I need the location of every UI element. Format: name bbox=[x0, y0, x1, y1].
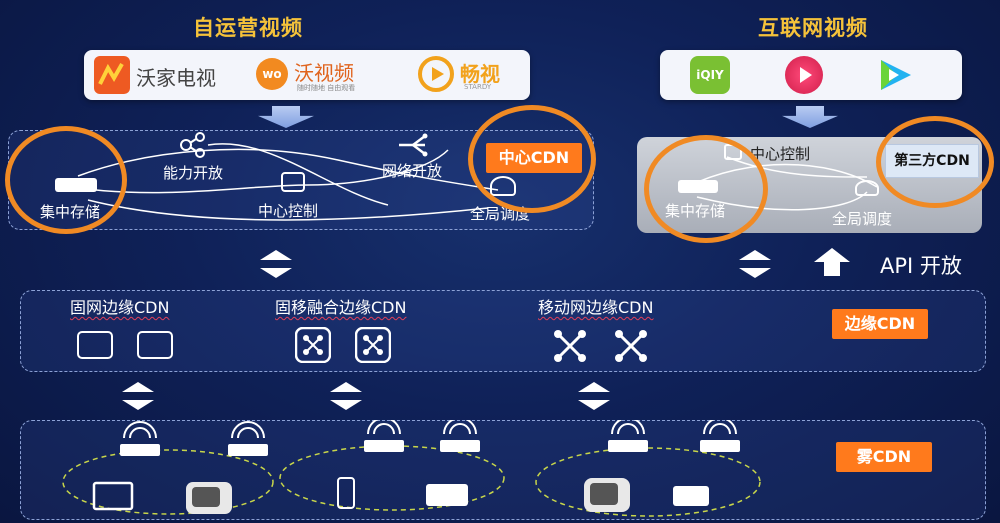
edge-node-icon bbox=[137, 331, 173, 359]
mobile-node-icon bbox=[615, 330, 647, 362]
bidirectional-arrow-icon bbox=[122, 382, 154, 410]
edge-cdn-tag: 边缘CDN bbox=[832, 309, 928, 339]
internet-video-logo-bar: iQIY bbox=[660, 50, 962, 100]
wojia-tv-logo-icon bbox=[94, 56, 130, 94]
converged-edge-cdn-label: 固移融合边缘CDN bbox=[275, 298, 407, 317]
center-cdn-links bbox=[77, 143, 499, 221]
self-operated-logo-bar: 沃家电视 wo 沃视频 随时随地 自由观看 畅视 STARDY bbox=[84, 50, 530, 100]
fog-cdn-graphics bbox=[62, 420, 761, 517]
node-network-open: 网络开放 bbox=[382, 162, 443, 180]
woshipin-label: 沃视频 bbox=[294, 61, 354, 85]
highlight-ring-third-party bbox=[876, 116, 994, 208]
fog-cdn-tag: 雾CDN bbox=[836, 442, 932, 472]
iqiyi-icon: iQIY bbox=[690, 56, 730, 94]
node-central-control: 中心控制 bbox=[258, 202, 319, 220]
highlight-ring-center-cdn bbox=[468, 105, 596, 213]
bidirectional-arrow-icon bbox=[260, 250, 292, 278]
youku-icon bbox=[785, 56, 823, 94]
changshi-label: 畅视 bbox=[460, 62, 500, 86]
up-arrow-icon bbox=[814, 248, 850, 276]
edge-node-icon bbox=[77, 331, 113, 359]
mobile-edge-cdn-label: 移动网边缘CDN bbox=[538, 298, 654, 317]
fixed-edge-cdn-label: 固网边缘CDN bbox=[70, 298, 170, 317]
changshi-sublabel: STARDY bbox=[464, 83, 492, 91]
tp-node-central-control: 中心控制 bbox=[750, 145, 811, 163]
fog-cdn-panel bbox=[20, 420, 986, 520]
highlight-ring-central-storage bbox=[5, 126, 127, 234]
tp-global-dispatch-icon bbox=[855, 180, 879, 196]
bidirectional-arrow-icon bbox=[739, 250, 771, 278]
tencent-video-icon bbox=[875, 56, 915, 94]
capability-open-icon bbox=[180, 132, 205, 158]
highlight-ring-tp-storage bbox=[644, 135, 768, 243]
down-arrow-left-icon bbox=[258, 106, 314, 128]
converged-node-icon bbox=[295, 327, 331, 363]
converged-node-icon bbox=[355, 327, 391, 363]
central-control-icon bbox=[281, 172, 305, 192]
tp-node-global-dispatch: 全局调度 bbox=[832, 210, 893, 228]
woshipin-logo-icon: wo bbox=[256, 58, 288, 90]
woshipin-slogan: 随时随地 自由观看 bbox=[297, 84, 356, 92]
down-arrow-right-icon bbox=[782, 106, 838, 128]
api-open-label: API 开放 bbox=[880, 254, 962, 278]
wojia-tv-label: 沃家电视 bbox=[136, 66, 216, 90]
changshi-logo-icon bbox=[418, 56, 454, 92]
bidirectional-arrow-icon bbox=[578, 382, 610, 410]
network-open-icon bbox=[399, 133, 428, 157]
left-section-title: 自运营视频 bbox=[193, 16, 303, 40]
right-section-title: 互联网视频 bbox=[758, 16, 868, 40]
mobile-node-icon bbox=[554, 330, 586, 362]
bidirectional-arrow-icon bbox=[330, 382, 362, 410]
node-capability-open: 能力开放 bbox=[163, 164, 224, 182]
edge-cdn-panel bbox=[20, 290, 986, 372]
